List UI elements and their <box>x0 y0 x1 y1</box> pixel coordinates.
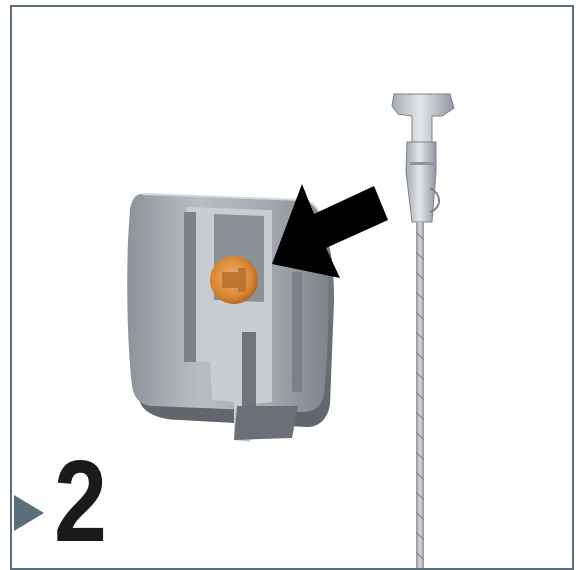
triangle-pointer-icon <box>14 495 44 531</box>
step-number: 2 <box>54 443 105 559</box>
step-marker: 2 <box>14 457 134 557</box>
direction-arrow-icon <box>272 184 388 278</box>
instruction-panel: 2 <box>10 5 574 570</box>
cable-gripper-icon <box>392 94 454 222</box>
steel-cable-icon <box>416 222 424 570</box>
